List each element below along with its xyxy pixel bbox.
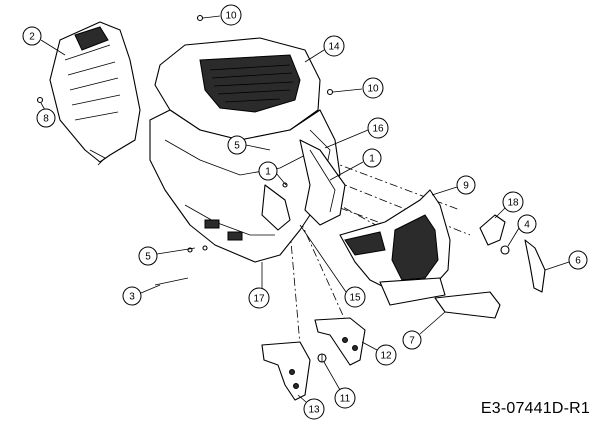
callout-circle	[36, 108, 56, 128]
callout-circle	[303, 398, 325, 420]
callout-circle	[502, 191, 524, 213]
hood-top-part	[154, 37, 321, 141]
callout-label: 12	[380, 351, 392, 362]
bolt-part	[317, 353, 327, 363]
callouts: 1 1 2 3 4 5 5 6 7 8	[22, 4, 588, 420]
callout-circle	[344, 286, 366, 308]
upper-mount-bracket-part	[314, 317, 366, 366]
callout-label: 1	[369, 154, 375, 165]
side-panel-part	[49, 21, 141, 166]
callout-circle	[248, 287, 270, 309]
drawing-code: E3-07441D-R1	[480, 400, 590, 417]
callout-label: 5	[234, 141, 240, 152]
callout-circle	[362, 148, 382, 168]
callout-label: 14	[328, 42, 340, 53]
callout-label: 4	[524, 220, 530, 231]
callout-circle	[220, 4, 242, 26]
callout-circle	[362, 77, 384, 99]
side-strip-part	[524, 239, 546, 293]
callout-label: 10	[225, 11, 237, 22]
callout-label: 5	[145, 252, 151, 263]
callout-circle	[258, 161, 278, 181]
headlight-part	[479, 214, 510, 255]
lower-mount-bracket-part	[261, 341, 311, 401]
callout-circle	[138, 246, 158, 266]
callout-circle	[122, 286, 142, 306]
callout-label: 1	[265, 167, 271, 178]
callout-label: 18	[507, 198, 519, 209]
callout-circle	[22, 26, 42, 46]
callout-label: 6	[575, 256, 581, 267]
hood-bracket-part	[261, 139, 346, 231]
callout-circle	[323, 35, 345, 57]
front-grille-part	[339, 189, 451, 306]
callout-circle	[568, 250, 588, 270]
callout-label: 7	[409, 336, 415, 347]
callout-circle	[375, 344, 397, 366]
callout-circle	[517, 214, 537, 234]
callout-circle	[402, 330, 422, 350]
callout-label: 11	[340, 394, 351, 405]
callout-label: 17	[253, 294, 265, 305]
callout-label: 2	[29, 32, 35, 43]
callout-circle	[367, 117, 389, 139]
callout-label: 8	[43, 114, 49, 125]
callout-label: 16	[372, 124, 384, 135]
callout-label: 13	[308, 405, 320, 416]
callout-label: 15	[349, 293, 361, 304]
callout-label: 10	[367, 84, 379, 95]
bumper-plate-part	[434, 291, 501, 319]
callout-circle	[227, 135, 247, 155]
rod-part	[154, 277, 189, 286]
callout-circle	[456, 175, 476, 195]
callout-label: 3	[129, 292, 135, 303]
callout-label: 9	[463, 181, 469, 192]
callout-circle	[334, 387, 356, 409]
